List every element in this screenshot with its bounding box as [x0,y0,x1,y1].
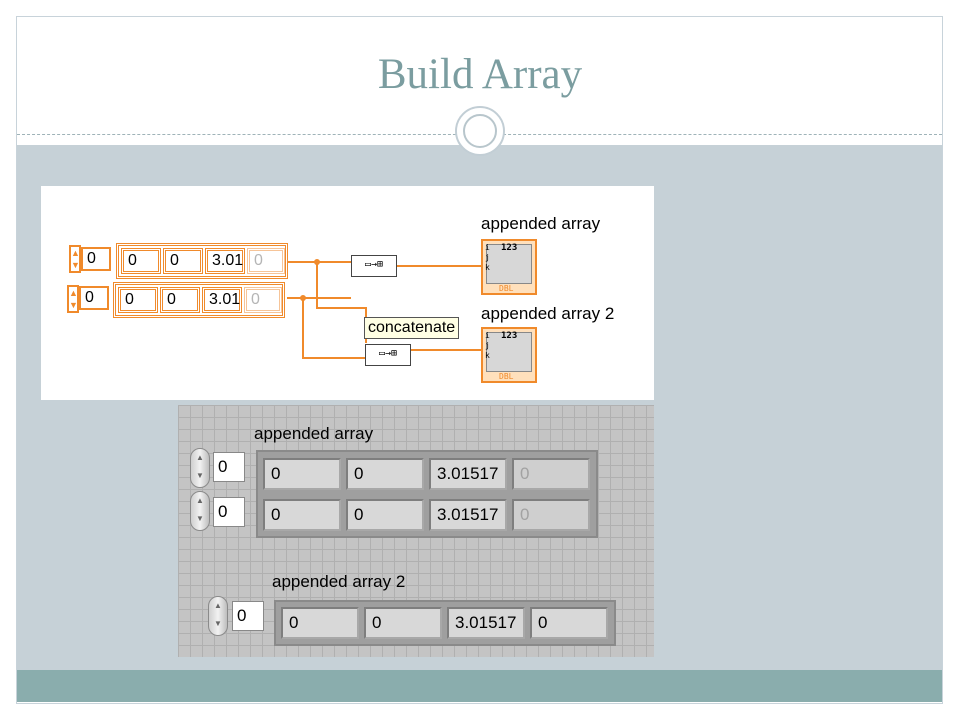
slide-title: Build Array [377,51,583,98]
array2-c4[interactable]: 0 [530,607,608,639]
array1-r1-c4[interactable]: 0 [512,458,590,490]
indicator-1-type: 123 [501,243,518,253]
circle-ornament-icon [455,106,505,156]
row1-cell-1[interactable]: 0 [121,248,161,274]
array1-r1-c1[interactable]: 0 [263,458,341,490]
block-diagram: ▲▼ 0 0 0 3.01 0 ▲▼ 0 0 0 3.01 0 ▭→⊞ ▭→⊞ … [41,186,654,400]
array2-label: appended array 2 [272,572,406,591]
row2-cell-1[interactable]: 0 [118,287,158,313]
array1-r2-c3[interactable]: 3.01517 [429,499,507,531]
array2-c2[interactable]: 0 [364,607,442,639]
array1-row2-spinner-icon[interactable]: ▲▼ [190,491,210,531]
array1-r1-c2[interactable]: 0 [346,458,424,490]
array1-row1-spinner-icon[interactable]: ▲▼ [190,448,210,488]
slide-frame [16,16,943,704]
build-array-concatenate-node-icon[interactable]: ▭→⊞ [365,344,411,366]
array1-r2-c4[interactable]: 0 [512,499,590,531]
row1-array-control: 0 0 3.01 0 [116,243,288,279]
diagram-wires [287,259,481,359]
row1-cell-4[interactable]: 0 [247,248,285,274]
array2-c1[interactable]: 0 [281,607,359,639]
array2-spinner-icon[interactable]: ▲▼ [208,596,228,636]
array1-r2-c1[interactable]: 0 [263,499,341,531]
array1-r2-c2[interactable]: 0 [346,499,424,531]
indicator-1-inner [486,244,532,284]
array1-label: appended array [254,424,374,443]
concatenate-tooltip: concatenate [364,317,460,339]
row2-array-control: 0 0 3.01 0 [113,282,285,318]
array1-display: 0 0 3.01517 0 0 0 3.01517 0 [256,450,598,538]
indicator-1-dtype: DBL [499,284,514,293]
row1-index[interactable]: 0 [81,247,111,271]
row2-cell-4[interactable]: 0 [244,287,282,313]
array1-row1-index[interactable]: 0 [213,452,245,482]
build-array-node-icon[interactable]: ▭→⊞ [351,255,397,277]
array2-display: 0 0 3.01517 0 [274,600,616,646]
indicator-2-dtype: DBL [499,372,514,381]
bottom-bar [17,670,942,702]
array2-c3[interactable]: 3.01517 [447,607,525,639]
array1-r1-c3[interactable]: 3.01517 [429,458,507,490]
row2-index[interactable]: 0 [79,286,109,310]
array2-index[interactable]: 0 [232,601,264,631]
row1-spin-icon[interactable]: ▲▼ [69,245,81,273]
row1-cell-3[interactable]: 3.01 [205,248,245,274]
front-panel: appended array ▲▼ 0 ▲▼ 0 0 0 3.01517 0 0… [178,405,654,657]
row1-cell-2[interactable]: 0 [163,248,203,274]
array1-row2-index[interactable]: 0 [213,497,245,527]
row2-cell-3[interactable]: 3.01 [202,287,242,313]
indicator-2-inner [486,332,532,372]
indicator-2-label: appended array 2 [481,304,615,323]
indicator-2-type: 123 [501,331,518,341]
row2-cell-2[interactable]: 0 [160,287,200,313]
indicator-1-label: appended array [481,214,601,233]
row2-spin-icon[interactable]: ▲▼ [67,285,79,313]
